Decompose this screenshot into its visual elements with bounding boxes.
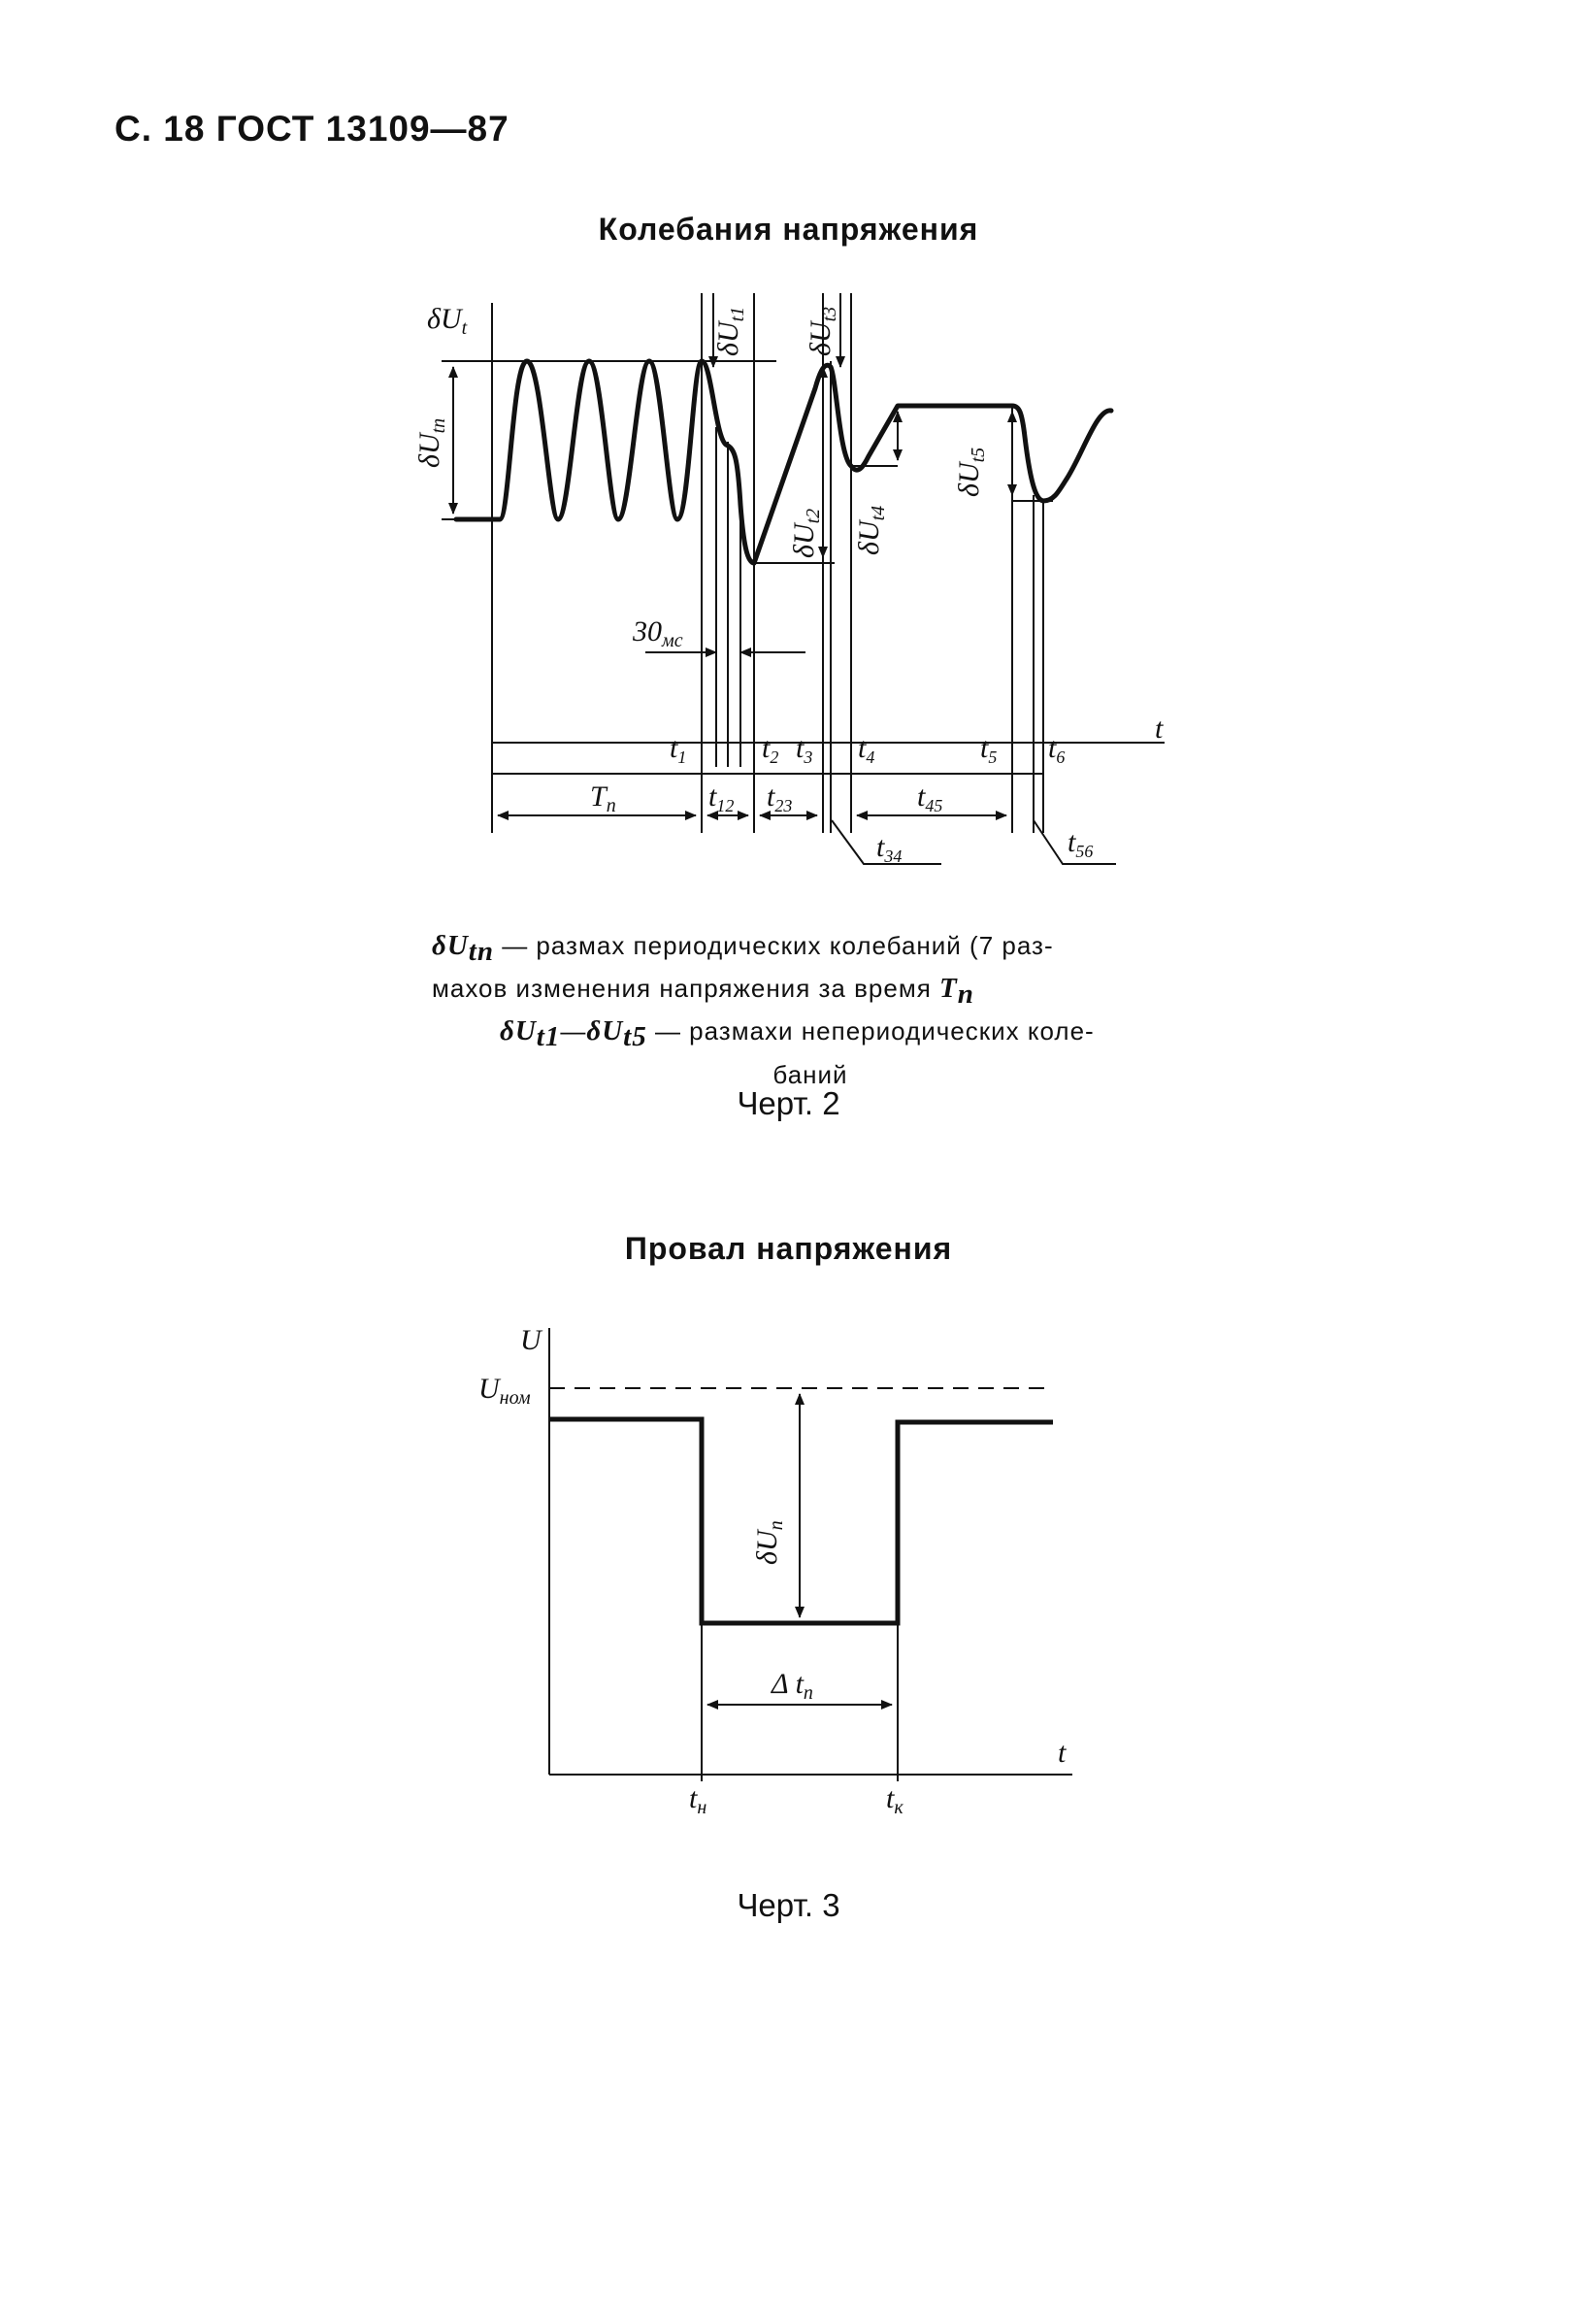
fig3-tn-label: tн (689, 1782, 706, 1818)
fig2-dutp-label: δUtп (413, 418, 449, 468)
fig2-diagram: δUt t δUtп δUt1 δUt2 δUt3 δUt4 δUt5 30мс… (413, 293, 1165, 866)
fig2-dut5-label: δUt5 (953, 448, 989, 497)
fig2-Tp-label: Tп (590, 780, 616, 816)
fig2-caption: Черт. 2 (737, 1085, 840, 1121)
fig2-y-axis-label: δUt (427, 303, 468, 339)
fig2-dut1-label: δUt1 (712, 307, 748, 356)
fig3-caption: Черт. 3 (737, 1887, 840, 1923)
fig3-y-axis-label: U (520, 1324, 543, 1356)
fig2-t2-label: t2 (762, 732, 778, 767)
fig2-t56-label: t56 (1068, 826, 1093, 861)
fig3-voltage-dip (549, 1416, 1053, 1626)
fig2-legend-line4: баний (772, 1059, 848, 1089)
fig2-legend-line3: δUt1—δUt5 — размахи непериодических коле… (500, 1015, 1095, 1053)
fig2-t56-leader (1033, 819, 1116, 865)
fig2-title: Колебания напряжения (598, 212, 979, 247)
fig2-t1-label: t1 (670, 732, 686, 767)
fig2-dut3-label: δUt3 (805, 307, 840, 356)
fig2-30ms-label: 30мс (632, 615, 683, 651)
fig3-tk-label: tк (886, 1782, 903, 1818)
fig3-diagram: U t Uном δUп Δ tп tн tк (478, 1324, 1072, 1818)
fig3-x-axis-label: t (1058, 1737, 1067, 1769)
fig2-t34-label: t34 (876, 831, 902, 866)
fig2-legend-line2: махов изменения напряжения за время Tп (432, 973, 974, 1011)
fig2-x-axis-label: t (1155, 713, 1164, 745)
fig2-t45-label: t45 (917, 780, 942, 815)
fig3-unom-label: Uном (478, 1373, 531, 1409)
fig2-legend-line1: δUtп — размах периодических колебаний (7… (432, 930, 1054, 968)
fig2-dut2-label: δUt2 (788, 509, 824, 558)
page-header: С. 18 ГОСТ 13109—87 (115, 109, 509, 149)
fig2-dut4-label: δUt4 (853, 506, 889, 555)
fig2-t6-label: t6 (1048, 732, 1065, 767)
fig3-dtp-label: Δ tп (771, 1668, 813, 1704)
fig2-legend: δUtп — размах периодических колебаний (7… (432, 927, 1189, 1093)
fig2-t34-leader (831, 819, 941, 865)
fig2-t4-label: t4 (858, 732, 874, 767)
fig2-t3-label: t3 (796, 732, 812, 767)
fig2-t12-label: t12 (708, 780, 734, 815)
fig2-t23-label: t23 (767, 780, 792, 815)
fig3-title: Провал напряжения (624, 1231, 953, 1266)
fig2-t5-label: t5 (980, 732, 997, 767)
fig3-dup-label: δUп (751, 1520, 787, 1565)
